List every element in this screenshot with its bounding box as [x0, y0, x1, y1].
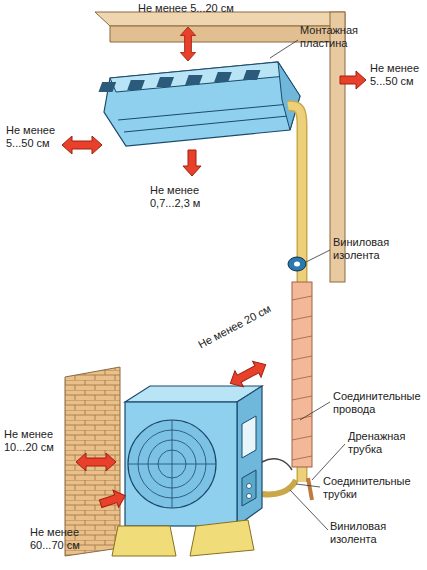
ceiling-top: [95, 12, 345, 26]
grille-slot: [214, 72, 232, 82]
clearance-arrow: [62, 136, 102, 154]
callout-label: Виниловая изолента: [333, 236, 413, 262]
pipe-to-unit: [262, 480, 296, 494]
callout-label: Соединительные провода: [333, 390, 425, 416]
grille-slot: [127, 80, 145, 90]
valve-panel: [242, 470, 256, 506]
mounting-feet: [112, 520, 254, 556]
callout-label: Дренажная трубка: [348, 430, 420, 456]
tape-core: [294, 262, 300, 267]
outdoor-unit: [125, 386, 262, 526]
wires: [262, 459, 292, 470]
clearance-arrow: [180, 27, 195, 61]
grille-slot: [243, 70, 261, 80]
outdoor-side: [237, 386, 262, 526]
indoor-body: [104, 62, 300, 146]
callout-label: Не менее 0,7...2,3 м: [150, 184, 230, 210]
leader-line: [312, 444, 345, 480]
clearance-arrow: [98, 487, 128, 512]
drain-tube: [308, 478, 312, 500]
wrapped-section: [292, 282, 312, 467]
callout-label: Монтажная пластина: [300, 24, 380, 50]
callout-label: Не менее 20 см: [196, 288, 299, 351]
callout-label: Не менее 60...70 см: [30, 526, 94, 552]
leader-line: [300, 402, 330, 420]
clearance-arrow: [183, 150, 201, 176]
foot: [112, 526, 176, 556]
grille-slot: [99, 82, 117, 92]
foot: [190, 520, 254, 556]
clearance-arrow: [340, 71, 366, 89]
callout-label: Не менее 10...20 см: [4, 428, 64, 454]
fan-grille: [128, 420, 216, 508]
indoor-top: [110, 62, 286, 92]
leader-line: [270, 40, 298, 58]
indoor-unit: [99, 62, 300, 146]
leader-lines: [270, 40, 345, 530]
clearance-arrow: [76, 453, 116, 471]
clearance-arrow: [226, 357, 270, 392]
valve: [247, 484, 252, 489]
callout-label: Виниловая изолента: [330, 520, 422, 546]
callout-label: Соединительные трубки: [323, 475, 425, 501]
clearance-arrows: [62, 27, 366, 512]
tape-roll: [288, 257, 306, 271]
louvre-lines: [118, 104, 290, 132]
callout-label: Не менее 5...20 см: [138, 2, 278, 15]
leader-line: [306, 250, 330, 262]
grille-slot: [185, 75, 203, 85]
indoor-grille: [99, 70, 261, 92]
callout-label: Не менее 5...50 см: [6, 124, 64, 150]
valve: [247, 494, 252, 499]
leader-line: [290, 490, 328, 530]
outdoor-front: [125, 402, 237, 526]
tape-wraps: [292, 296, 312, 460]
callout-label: Не менее 5...50 см: [370, 62, 426, 88]
fan-bars: [128, 420, 216, 508]
grille-slot: [156, 77, 174, 87]
leader-line: [296, 484, 320, 487]
terminal-cover: [242, 416, 256, 458]
